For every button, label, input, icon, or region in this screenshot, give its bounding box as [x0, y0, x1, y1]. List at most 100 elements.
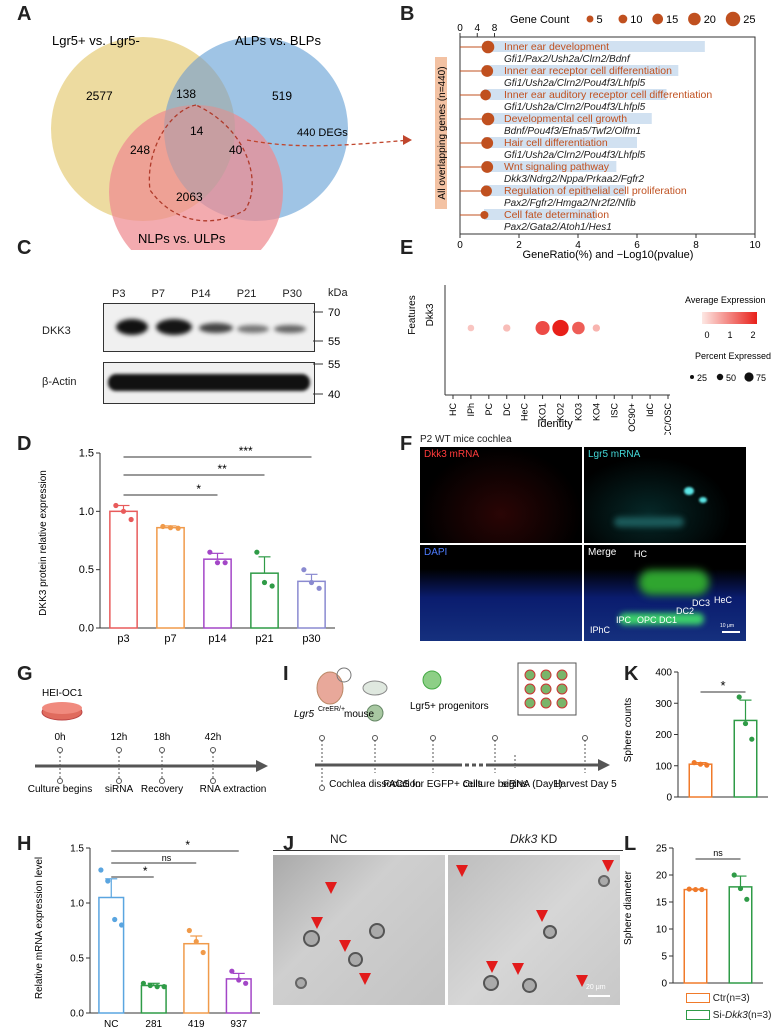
y-tick-label: 1.5 — [79, 448, 94, 460]
venn-count-lgr-nlp: 248 — [130, 143, 150, 157]
lane-label: P21 — [236, 288, 257, 300]
go-term-label: Regulation of epithelial cell proliferat… — [504, 185, 687, 197]
data-point — [243, 980, 249, 986]
x-tick-label: IdC — [645, 403, 655, 418]
x-tick-label: KO1 — [538, 403, 548, 421]
panel-k-letter: K — [624, 663, 639, 685]
q1-label: Dkk3 mRNA — [424, 449, 480, 460]
lollipop-dot — [480, 210, 489, 220]
data-point — [686, 886, 692, 892]
bar — [733, 719, 758, 798]
kda-markers: 70 55 55 40 — [313, 307, 340, 401]
sig-label: ns — [713, 848, 723, 858]
progenitors-label: Lgr5+ progenitors — [410, 701, 489, 712]
go-genes-label: Bdnf/Pou4f3/Efna5/Twf2/Olfm1 — [504, 126, 641, 137]
organoid-timeline: Lgr5 CreER/+ mouse Lgr5+ progenitors Coc… — [294, 662, 617, 791]
data-point — [261, 579, 268, 586]
x-tick-label: p30 — [302, 633, 320, 645]
y-tick-label: 300 — [655, 699, 672, 710]
legend-si-prefix: Si- — [712, 1010, 726, 1021]
data-point — [697, 761, 704, 767]
x-tick-label: KO2 — [556, 403, 566, 421]
q4-label: Merge — [588, 547, 617, 558]
y-tick-label: 10 — [656, 925, 668, 936]
x-tick-label: 4 — [575, 240, 581, 251]
data-point — [269, 583, 275, 589]
lane-label: P14 — [191, 288, 211, 300]
nc-label: NC — [330, 832, 348, 846]
microscopy-title: P2 WT mice cochlea — [420, 434, 512, 445]
go-genes-label: Dkk3/Ndrg2/Nppa/Prkaa2/Fgfr2 — [504, 174, 645, 185]
data-point — [692, 886, 699, 893]
y-tick-label: 0.0 — [79, 623, 94, 635]
go-term-label: Cell fate determination — [504, 209, 609, 221]
legend-size-label: 10 — [630, 14, 642, 26]
bar — [203, 558, 232, 629]
data-point — [699, 886, 705, 893]
cell-label-hec: HeC — [714, 595, 733, 605]
data-point — [308, 579, 315, 586]
time-label: 12h — [111, 732, 128, 743]
expression-dot — [592, 324, 601, 332]
scale-bar-label: 20 μm — [586, 984, 606, 991]
legend-size-dot — [725, 11, 741, 27]
panel-c-letter: C — [17, 237, 32, 259]
lollipop-dot — [480, 185, 492, 197]
mouse-word: mouse — [344, 709, 374, 720]
data-point — [236, 977, 242, 983]
x-tick-label: 10 — [749, 240, 761, 251]
data-point — [207, 549, 213, 555]
q3-label: DAPI — [424, 547, 448, 558]
sig-label: *** — [239, 444, 253, 458]
sphere-arrow-icon — [512, 963, 524, 975]
gene-ratio-bar — [484, 113, 652, 124]
venn-label-nlp: NLPs vs. ULPs — [138, 231, 226, 246]
cell-label-dc1: DC1 — [659, 615, 678, 625]
go-xlabel: GeneRatio(%) and −Log10(pvalue) — [523, 249, 694, 261]
gene-ratio-bar — [484, 65, 679, 76]
lollipop-dot — [480, 89, 491, 101]
y-tick-label: 0 — [661, 979, 667, 990]
cell-label-iphc: IPhC — [590, 625, 611, 635]
kda-marker: 70 — [328, 307, 340, 319]
gene-ratio-bar — [484, 209, 596, 220]
kd-suffix: KD — [537, 832, 558, 846]
cell-cluster-icon — [422, 670, 442, 690]
data-point — [749, 736, 755, 742]
panel-h-letter: H — [17, 833, 32, 855]
go-ylabel: All overlapping genes (n=440) — [437, 66, 448, 199]
x-tick-label: 0 — [457, 240, 463, 251]
data-point — [229, 968, 235, 974]
cells-icon — [366, 704, 384, 722]
legend-ctr: Ctr(n=3) — [686, 993, 750, 1004]
sphere-arrow-icon — [576, 975, 588, 987]
venn-count-all: 14 — [190, 124, 204, 138]
time-label: 0h — [54, 732, 65, 743]
scale-bar — [722, 631, 740, 633]
mouse-icon — [316, 671, 344, 705]
legend-size-dot — [618, 14, 628, 24]
y-tick-label: 0 — [666, 793, 672, 804]
data-point — [222, 560, 228, 566]
x-tick-label: PC — [484, 403, 494, 416]
data-point — [200, 949, 206, 956]
deg-arrow — [246, 139, 411, 147]
go-genes-label: Gfi1/Ush2a/Clrn2/Pou4f3/Lhfpl5 — [504, 150, 646, 161]
data-point — [140, 980, 146, 986]
kda-label: kDa — [328, 287, 348, 299]
mouse-sup: CreER/+ — [318, 706, 345, 713]
venn-label-alp: ALPs vs. BLPs — [235, 33, 321, 48]
step-label: siRNA (Day1) — [502, 779, 563, 790]
step-label: FACS for EGFP+ cells — [383, 779, 482, 790]
y-axis-label: Sphere counts — [623, 698, 634, 763]
venn-count-alp-only: 519 — [272, 89, 292, 103]
pct-legend-title: Percent Expressed — [695, 351, 771, 361]
western-lane-labels: P3 P7 P14 P21 P30 — [112, 288, 302, 300]
data-point — [119, 922, 125, 928]
x-tick-label: OC90+ — [627, 403, 637, 432]
venn-count-lgr-alp: 138 — [176, 87, 196, 101]
top-tick-label: 4 — [474, 23, 480, 34]
bar — [688, 763, 713, 798]
panel-d-letter: D — [17, 433, 32, 455]
go-term-label: Wnt signaling pathway — [504, 161, 610, 173]
